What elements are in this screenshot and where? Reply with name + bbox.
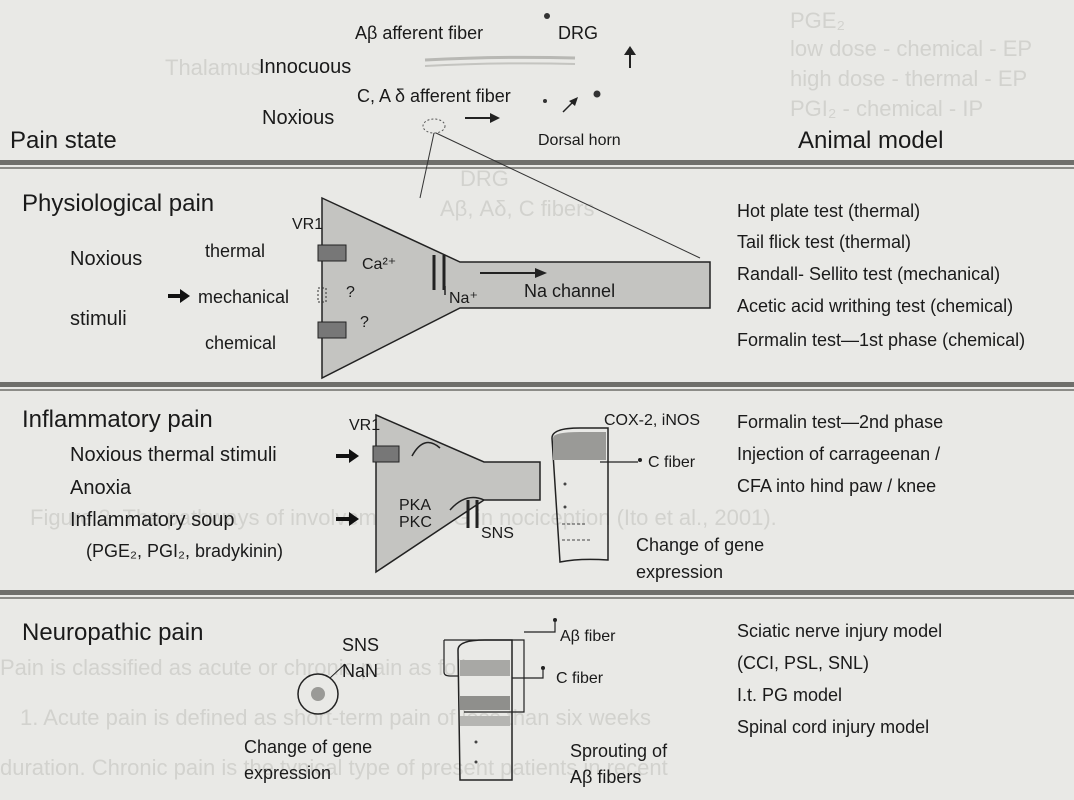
pka-label: PKA xyxy=(399,497,431,515)
inflammatory-stimulus-line: Noxious thermal stimuli xyxy=(70,444,277,466)
ab-afferent-fiber-label: Aβ afferent fiber xyxy=(355,24,483,44)
animal-model-item: Spinal cord injury model xyxy=(737,718,929,738)
animal-model-item: (CCI, PSL, SNL) xyxy=(737,654,869,674)
na-channel-label: Na channel xyxy=(524,282,615,302)
animal-model-item: Hot plate test (thermal) xyxy=(737,202,920,222)
animal-model-item: Randall- Sellito test (mechanical) xyxy=(737,265,1000,285)
change-of-gene-label: expression xyxy=(636,563,723,583)
physiological-pain-title: Physiological pain xyxy=(22,191,214,217)
calcium-label: Ca²⁺ xyxy=(362,256,396,274)
animal-model-heading: Animal model xyxy=(798,128,943,154)
animal-model-item: Sciatic nerve injury model xyxy=(737,622,942,642)
sprouting-label: Aβ fibers xyxy=(570,768,641,788)
neuropathic-pain-title: Neuropathic pain xyxy=(22,620,203,646)
nan-label: NaN xyxy=(342,662,378,682)
pain-state-heading: Pain state xyxy=(10,128,117,154)
animal-model-item: Injection of carrageenan / xyxy=(737,445,940,465)
animal-model-item: Acetic acid writhing test (chemical) xyxy=(737,297,1013,317)
vr1-label: VR1 xyxy=(349,417,380,435)
spinal-cord-drawing xyxy=(552,428,642,562)
drg-label: DRG xyxy=(558,24,598,44)
animal-model-item: Formalin test—2nd phase xyxy=(737,413,943,433)
animal-model-item: CFA into hind paw / knee xyxy=(737,477,936,497)
c-fiber-label: C fiber xyxy=(556,670,603,688)
change-of-gene-label: Change of gene xyxy=(244,738,372,758)
animal-model-item: Tail flick test (thermal) xyxy=(737,233,911,253)
pkc-label: PKC xyxy=(399,514,432,532)
stimulus-type-thermal: thermal xyxy=(205,242,265,262)
inflammatory-neuron-drawing xyxy=(373,415,540,572)
noxious-stimuli-label-2: stimuli xyxy=(70,308,127,330)
change-of-gene-label: expression xyxy=(244,764,331,784)
stimulus-type-mechanical: mechanical xyxy=(198,288,289,308)
sns-label: SNS xyxy=(342,636,379,656)
unknown-channel-label: ? xyxy=(346,284,355,302)
innocuous-label: Innocuous xyxy=(259,56,351,78)
dorsal-horn-label: Dorsal horn xyxy=(538,132,621,150)
inflammatory-stimulus-line: (PGE₂, PGI₂, bradykinin) xyxy=(86,542,283,562)
ab-fiber-label: Aβ fiber xyxy=(560,628,615,646)
noxious-label: Noxious xyxy=(262,107,334,129)
noxious-stimuli-label-1: Noxious xyxy=(70,248,142,270)
sodium-ion-label: Na⁺ xyxy=(449,290,478,308)
unknown-channel-label: ? xyxy=(360,314,369,332)
animal-model-item: I.t. PG model xyxy=(737,686,842,706)
cox2-inos-label: COX-2, iNOS xyxy=(604,412,700,430)
stimulus-type-chemical: chemical xyxy=(205,334,276,354)
c-ad-afferent-fiber-label: C, A δ afferent fiber xyxy=(357,87,511,107)
sprouting-label: Sprouting of xyxy=(570,742,667,762)
vr1-label: VR1 xyxy=(292,216,323,234)
physiological-neuron-drawing xyxy=(318,198,710,378)
animal-model-item: Formalin test—1st phase (chemical) xyxy=(737,331,1025,351)
change-of-gene-label: Change of gene xyxy=(636,536,764,556)
inflammatory-stimulus-line: Inflammatory soup xyxy=(70,509,235,531)
inflammatory-stimulus-line: Anoxia xyxy=(70,477,131,499)
inflammatory-pain-title: Inflammatory pain xyxy=(22,407,213,433)
c-fiber-label: C fiber xyxy=(648,454,695,472)
sns-label: SNS xyxy=(481,525,514,543)
